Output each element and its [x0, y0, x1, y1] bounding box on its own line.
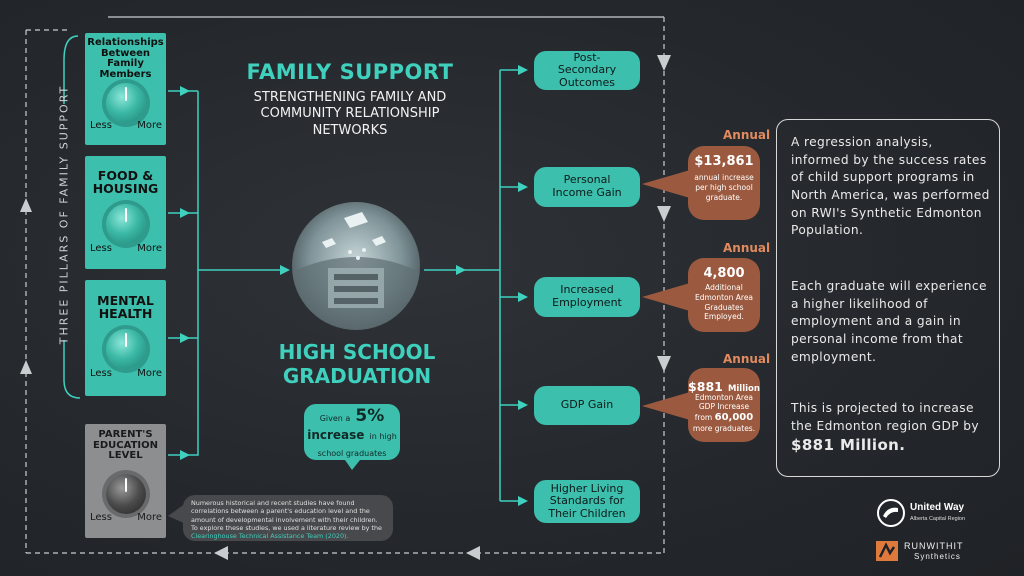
knob-dial-icon[interactable]: [106, 204, 146, 244]
bubble-in-high-text: in high: [369, 431, 397, 441]
impact-value: $13,861: [694, 154, 754, 169]
pillar-title: PARENT'S EDUCATION LEVEL: [93, 429, 158, 461]
frame-arrow-up-icon: [20, 198, 32, 212]
outcome-label: Personal Income Gain: [552, 173, 622, 199]
bubble-increase-text: increase: [307, 427, 365, 442]
pillar-title: Relationships Between Family Members: [87, 37, 164, 80]
annual-label: Annual: [723, 352, 771, 366]
explanation-p3-text: This is projected to increase the Edmont…: [791, 401, 980, 433]
outcome-personal-income: Personal Income Gain: [534, 167, 640, 207]
frame-arrow-left-icon: [466, 546, 480, 560]
knob-more-label: More: [137, 512, 162, 523]
knob-less-label: Less: [90, 512, 112, 523]
annual-label: Annual: [723, 241, 771, 255]
runwithit-subtitle: Synthetics: [914, 552, 961, 561]
outcome-label: Post-Secondary Outcomes: [557, 50, 617, 89]
bubble-given-text: Given a: [319, 414, 351, 423]
knob-dial-icon[interactable]: [106, 83, 146, 123]
note-text: Numerous historical and recent studies h…: [191, 499, 382, 532]
knob-more-label: More: [137, 120, 162, 131]
runwithit-mark-icon: [876, 541, 898, 561]
bubble-rest-text: school graduates: [317, 448, 387, 458]
impact-value: $881: [688, 379, 723, 394]
literature-note: Numerous historical and recent studies h…: [183, 495, 393, 541]
runwithit-logo: RUNWITHIT Synthetics: [876, 537, 986, 567]
frame-arrow-up-icon: [20, 360, 32, 374]
pillar-card-parent-education: PARENT'S EDUCATION LEVEL Less More: [85, 424, 166, 538]
outcome-living-standards: Higher Living Standards for Their Childr…: [534, 480, 640, 523]
knob-less-label: Less: [90, 368, 112, 379]
frame-arrow-down-icon: [657, 55, 671, 71]
impact-gdp: $881 Million Edmonton Area GDP Increase …: [688, 368, 760, 442]
page-title: FAMILY SUPPORT: [246, 60, 454, 84]
knob-more-label: More: [137, 243, 162, 254]
page-subtitle: STRENGTHENING FAMILY AND COMMUNITY RELAT…: [253, 90, 447, 138]
explanation-box: A regression analysis, informed by the s…: [776, 119, 1000, 477]
impact-desc: annual increase per high school graduate…: [694, 173, 754, 203]
explanation-paragraph-1: A regression analysis, informed by the s…: [791, 135, 990, 238]
impact-desc-tail: more graduates.: [692, 424, 756, 434]
impact-desc: Edmonton Area GDP Increase from: [694, 393, 754, 422]
pillar-title: MENTAL HEALTH: [97, 293, 154, 322]
impact-employment: 4,800 Additional Edmonton Area Graduates…: [688, 258, 760, 332]
pillar-card-mental-health: MENTAL HEALTH Less More: [85, 280, 166, 396]
graduation-illustration: [292, 202, 420, 330]
bubble-percent: 5%: [355, 406, 385, 426]
three-pillars-label: THREE PILLARS OF FAMILY SUPPORT: [57, 84, 71, 345]
united-way-hand-icon: [877, 499, 905, 527]
frame-arrow-left-icon: [214, 546, 228, 560]
outcome-post-secondary: Post-Secondary Outcomes: [534, 51, 640, 90]
pillar-card-relationships: Relationships Between Family Members Les…: [85, 33, 166, 145]
knob-less-label: Less: [90, 243, 112, 254]
annual-label: Annual: [723, 128, 771, 142]
united-way-logo: United Way Alberta Capital Region: [876, 498, 986, 530]
impact-value: 4,800: [703, 266, 745, 281]
impact-value-suffix: Million: [727, 384, 760, 394]
runwithit-name: RUNWITHIT: [904, 541, 964, 551]
outcome-label: Increased Employment: [552, 283, 622, 309]
knob-dial-icon[interactable]: [106, 329, 146, 369]
united-way-name: United Way: [910, 502, 965, 513]
pillar-title: FOOD & HOUSING: [92, 168, 159, 197]
pillar-card-food-housing: FOOD & HOUSING Less More: [85, 156, 166, 269]
impact-desc: Additional Edmonton Area Graduates Emplo…: [694, 283, 754, 322]
united-way-subtitle: Alberta Capital Region: [910, 516, 966, 522]
explanation-paragraph-2: Each graduate will experience a higher l…: [791, 279, 987, 364]
increase-bubble: Given a 5% increase in high school gradu…: [304, 404, 400, 460]
explanation-paragraph-3: This is projected to increase the Edmont…: [791, 400, 991, 457]
high-school-graduation-title: HIGH SCHOOL GRADUATION: [278, 340, 436, 388]
frame-arrow-down-icon: [657, 206, 671, 222]
knob-more-label: More: [137, 368, 162, 379]
outcome-label: GDP Gain: [560, 398, 614, 412]
outcome-label: Higher Living Standards for Their Childr…: [548, 481, 626, 520]
knob-less-label: Less: [90, 120, 112, 131]
impact-income: $13,861 annual increase per high school …: [688, 146, 760, 220]
explanation-p3-bold: $881 Million.: [791, 436, 906, 455]
impact-desc-bold: 60,000: [714, 411, 754, 423]
knob-dial-icon[interactable]: [106, 474, 146, 514]
frame-arrow-down-icon: [657, 356, 671, 372]
clearinghouse-link[interactable]: Clearinghouse Technical Assistance Team …: [191, 532, 349, 541]
outcome-gdp-gain: GDP Gain: [534, 386, 640, 425]
outcome-employment: Increased Employment: [534, 277, 640, 317]
